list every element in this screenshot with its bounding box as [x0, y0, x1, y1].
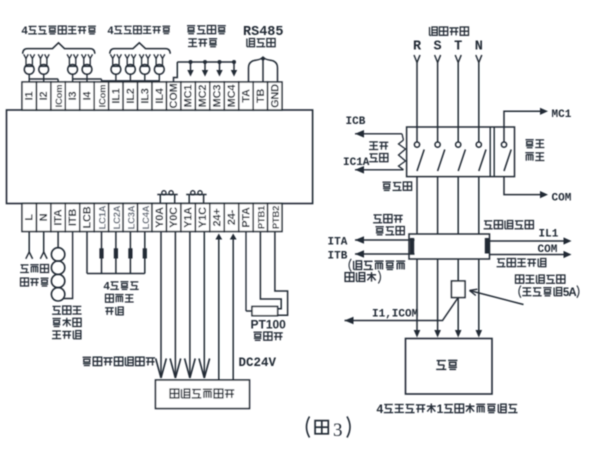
svg-text:24+: 24+: [212, 208, 224, 226]
svg-text:IL2: IL2: [125, 88, 137, 103]
svg-text:1: 1: [437, 402, 444, 416]
svg-text:S: S: [434, 40, 442, 55]
svg-text:ITA: ITA: [53, 209, 65, 226]
svg-text:R: R: [413, 40, 422, 55]
svg-text:I2: I2: [38, 92, 50, 101]
svg-text:ITB: ITB: [67, 209, 79, 226]
svg-text:COM: COM: [552, 192, 572, 204]
svg-text:ICom: ICom: [53, 85, 64, 108]
svg-text:I1,ICOM: I1,ICOM: [372, 309, 419, 321]
svg-text:Y1A: Y1A: [183, 207, 195, 228]
svg-text:PTB1: PTB1: [255, 206, 266, 229]
svg-text:A: A: [568, 287, 577, 299]
svg-text:MC2: MC2: [197, 85, 209, 108]
svg-text:IC1A: IC1A: [343, 157, 370, 169]
svg-text:IL3: IL3: [139, 88, 151, 103]
svg-text:MC1: MC1: [183, 85, 195, 108]
svg-text:LC1A: LC1A: [97, 205, 108, 229]
svg-text:Y0C: Y0C: [168, 207, 180, 228]
svg-text:4: 4: [22, 25, 29, 37]
svg-text:4: 4: [108, 25, 114, 37]
svg-text:I4: I4: [82, 91, 94, 101]
svg-text:3: 3: [333, 420, 343, 441]
svg-text:GND: GND: [269, 84, 281, 108]
svg-text:LC4A: LC4A: [140, 205, 151, 229]
svg-text:ITA: ITA: [328, 237, 348, 249]
svg-text:COM: COM: [538, 244, 558, 256]
svg-text:MC4: MC4: [226, 84, 238, 108]
svg-text:TA: TA: [241, 89, 253, 103]
svg-text:5: 5: [563, 287, 570, 299]
svg-text:ITB: ITB: [328, 251, 348, 263]
svg-text:4: 4: [104, 281, 111, 293]
svg-text:Y1C: Y1C: [197, 207, 209, 228]
svg-text:PT100: PT100: [251, 318, 287, 332]
svg-text:ICB: ICB: [346, 116, 366, 128]
svg-text:DC24V: DC24V: [239, 356, 277, 370]
svg-text:I3: I3: [67, 92, 79, 101]
svg-text:LC3A: LC3A: [125, 205, 136, 229]
svg-text:I1: I1: [24, 92, 36, 101]
svg-text:LCB: LCB: [82, 206, 94, 228]
svg-text:Y0A: Y0A: [154, 207, 166, 228]
svg-text:N: N: [475, 40, 483, 55]
svg-text:RS485: RS485: [243, 25, 284, 40]
svg-text:24-: 24-: [226, 209, 238, 225]
svg-text:IL4: IL4: [154, 87, 166, 103]
svg-text:IL1: IL1: [539, 229, 559, 241]
svg-text:PTA: PTA: [241, 207, 253, 228]
svg-text:L: L: [24, 214, 36, 221]
svg-text:PTB2: PTB2: [270, 206, 281, 229]
svg-text:LC2A: LC2A: [111, 205, 122, 229]
svg-text:TB: TB: [255, 89, 267, 104]
svg-text:4: 4: [376, 402, 383, 416]
svg-text:MC1: MC1: [552, 109, 572, 121]
svg-text:ICom: ICom: [97, 85, 108, 108]
svg-text:MC3: MC3: [212, 85, 224, 108]
svg-text:N: N: [38, 213, 50, 221]
svg-text:T: T: [454, 40, 462, 55]
svg-text:IL1: IL1: [110, 88, 122, 103]
svg-text:COM: COM: [168, 83, 180, 108]
